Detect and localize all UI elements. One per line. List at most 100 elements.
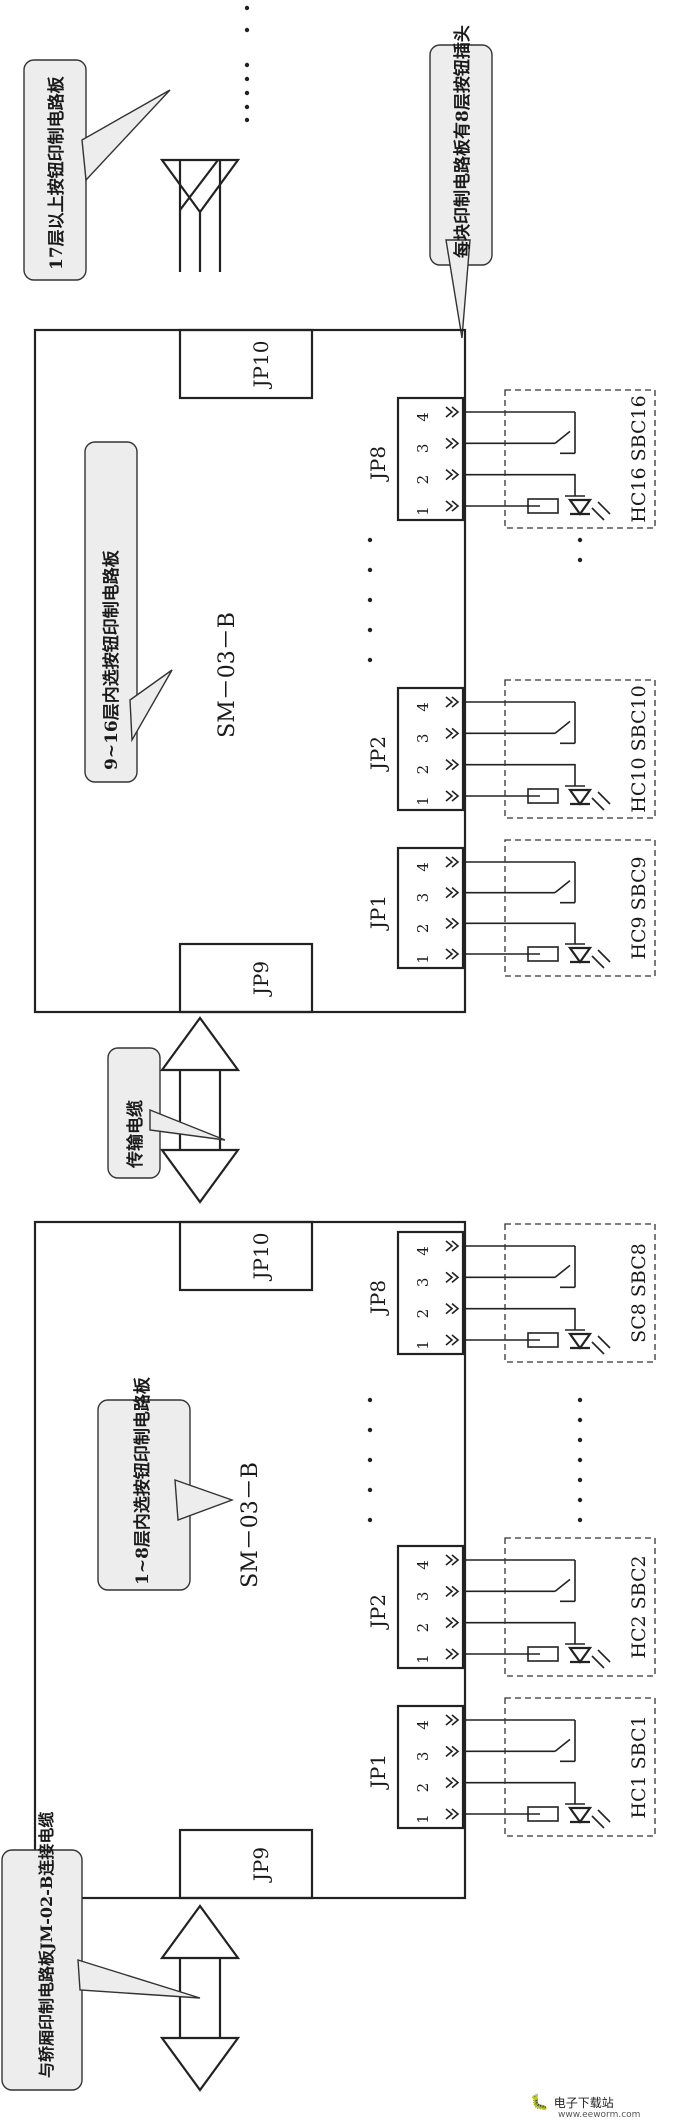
board1-g0-button-enclosure	[504, 1697, 656, 1837]
board2-g0-header-box	[396, 846, 465, 970]
board1-g2-led-rays	[591, 1335, 611, 1355]
board1-g2-pin-2: 2	[414, 1309, 432, 1319]
board1-g1-pin-arrow-2	[445, 1617, 460, 1629]
board2-g2-led-link	[540, 473, 585, 497]
board1-g1-led-icon	[567, 1646, 593, 1664]
watermark-brand: 电子下载站	[553, 2096, 614, 2110]
board1-g2-pin-arrow-4	[445, 1240, 460, 1252]
board1-jp9: JP9	[249, 1847, 273, 1883]
board1-g2-pin-3: 3	[414, 1278, 432, 1288]
button-continuation-dot-1	[577, 1437, 583, 1443]
board1-g0-resistor	[527, 1806, 559, 1822]
board2-jp10: JP10	[249, 341, 273, 390]
board2-g1-pin-1: 1	[414, 796, 432, 806]
callout-top-text: 17层以上按钮印制电路板	[46, 75, 67, 270]
watermark-logo-icon: 🐛	[530, 2093, 549, 2111]
board2-g2-pin-arrow-4	[445, 406, 460, 418]
board2-g2-pin-arrow-1	[445, 500, 460, 512]
board2-g1-button-enclosure	[504, 679, 656, 819]
callout-top-right: 每块印制电路板有8层按钮插头	[429, 25, 493, 339]
board1-g2-switch	[540, 1246, 576, 1289]
board1-model: SM－03－B	[238, 1462, 263, 1588]
board2-g2-pin-1: 1	[414, 506, 432, 516]
button-continuation-dot-1	[577, 1477, 583, 1483]
board1-g1-led-rays	[591, 1649, 611, 1669]
board2-g0-pin-3: 3	[414, 893, 432, 903]
double-arrow-middle	[159, 1016, 241, 1204]
board1-g1-pin-arrow-1	[445, 1648, 460, 1660]
board2-model: SM－03－B	[215, 612, 240, 738]
board1-g1-pin-arrow-4	[445, 1554, 460, 1566]
board2-g0-pin-arrow-4	[445, 856, 460, 868]
board2-g1-pin-arrow-2	[445, 759, 460, 771]
board1-g1-pin-4: 4	[414, 1560, 432, 1570]
board2-jp9: JP9	[249, 961, 273, 997]
board1-g1-button-label: HC2 SBC2	[628, 1555, 650, 1658]
board2-g1-pin-4: 4	[414, 702, 432, 712]
board2-g1-resistor	[527, 788, 559, 804]
board2-g2-led-rays	[591, 501, 611, 521]
board2-g0-pin-arrow-2	[445, 917, 460, 929]
board2-g2-pin-4: 4	[414, 412, 432, 422]
button-continuation-dot-1	[577, 1497, 583, 1503]
button-continuation-dot-0	[577, 537, 583, 543]
board2-g2-switch	[540, 412, 576, 455]
board1-g2-pin-arrow-3	[445, 1271, 460, 1283]
continuation-dots-top	[244, 5, 250, 123]
double-arrow-bottom	[159, 1904, 241, 2092]
board1-g0-header-label: JP1	[366, 1754, 390, 1790]
board1-g1-switch	[540, 1560, 576, 1603]
board1-g1-pin-3: 3	[414, 1592, 432, 1602]
board1-g0-button-label: HC1 SBC1	[628, 1715, 650, 1818]
watermark: 🐛 电子下载站	[530, 2092, 614, 2111]
button-continuation-dot-1	[577, 1457, 583, 1463]
board2-g2-button-enclosure	[504, 389, 656, 529]
double-arrow-top	[159, 158, 241, 272]
callout-bottom: 与轿厢印制电路板JM-02-B连接电缆	[1, 1812, 201, 2091]
board-9-16: JP10 JP9 SM－03－B 9~16层内选按钮印制电路板	[33, 328, 467, 1014]
board2-g0-pin-arrow-3	[445, 887, 460, 899]
board2-g0-pin-2: 2	[414, 924, 432, 934]
watermark-url: www.eeworm.com	[558, 2110, 641, 2120]
callout-cable-text: 传输电缆	[125, 1100, 146, 1169]
board2-g1-pin-arrow-3	[445, 727, 460, 739]
board1-g2-button-enclosure	[504, 1223, 656, 1363]
callout-board1-text: 1~8层内选按钮印制电路板	[132, 1376, 153, 1585]
board2-g0-pin-1: 1	[414, 954, 432, 964]
board2-g1-led-link	[540, 763, 585, 787]
callout-board2-text: 9~16层内选按钮印制电路板	[101, 549, 122, 770]
board2-g1-pin-3: 3	[414, 734, 432, 744]
board1-g2-pin-1: 1	[414, 1340, 432, 1350]
board2-g0-switch	[540, 862, 576, 904]
board1-jp10: JP10	[249, 1233, 273, 1282]
board2-g2-button-label: HC16 SBC16	[628, 395, 650, 522]
board1-g0-pin-arrow-3	[445, 1745, 460, 1757]
board1-g1-header-box	[396, 1544, 465, 1670]
board1-g1-pin-2: 2	[414, 1623, 432, 1633]
board2-g0-pin-arrow-1	[445, 948, 460, 960]
board2-g2-pin-3: 3	[414, 444, 432, 454]
board2-g2-led-icon	[567, 498, 593, 516]
board1-g2-pin-arrow-2	[445, 1303, 460, 1315]
board2-g1-led-icon	[567, 788, 593, 806]
board1-g1-button-enclosure	[504, 1537, 656, 1677]
board1-g0-pin-arrow-1	[445, 1808, 460, 1820]
board1-g2-pin-arrow-1	[445, 1334, 460, 1346]
board1-g0-led-icon	[567, 1806, 593, 1824]
board2-g2-pin-arrow-3	[445, 437, 460, 449]
callout-top-right-text: 每块印制电路板有8层按钮插头	[452, 25, 473, 258]
board1-g0-pin-3: 3	[414, 1752, 432, 1762]
board2-g0-button-enclosure	[504, 839, 656, 977]
board2-g0-resistor	[527, 946, 559, 962]
board2-g2-resistor	[527, 498, 559, 514]
board2-g1-led-rays	[591, 791, 611, 811]
board2-g2-header-label: JP8	[366, 446, 390, 482]
board2-g0-led-rays	[591, 949, 611, 969]
board2-g0-button-label: HC9 SBC9	[628, 856, 650, 959]
board2-g1-header-box	[396, 686, 465, 812]
board1-g2-header-label: JP8	[366, 1280, 390, 1316]
board2-g0-led-link	[540, 922, 585, 945]
board2-g1-pin-arrow-4	[445, 696, 460, 708]
board1-g1-pin-1: 1	[414, 1654, 432, 1664]
